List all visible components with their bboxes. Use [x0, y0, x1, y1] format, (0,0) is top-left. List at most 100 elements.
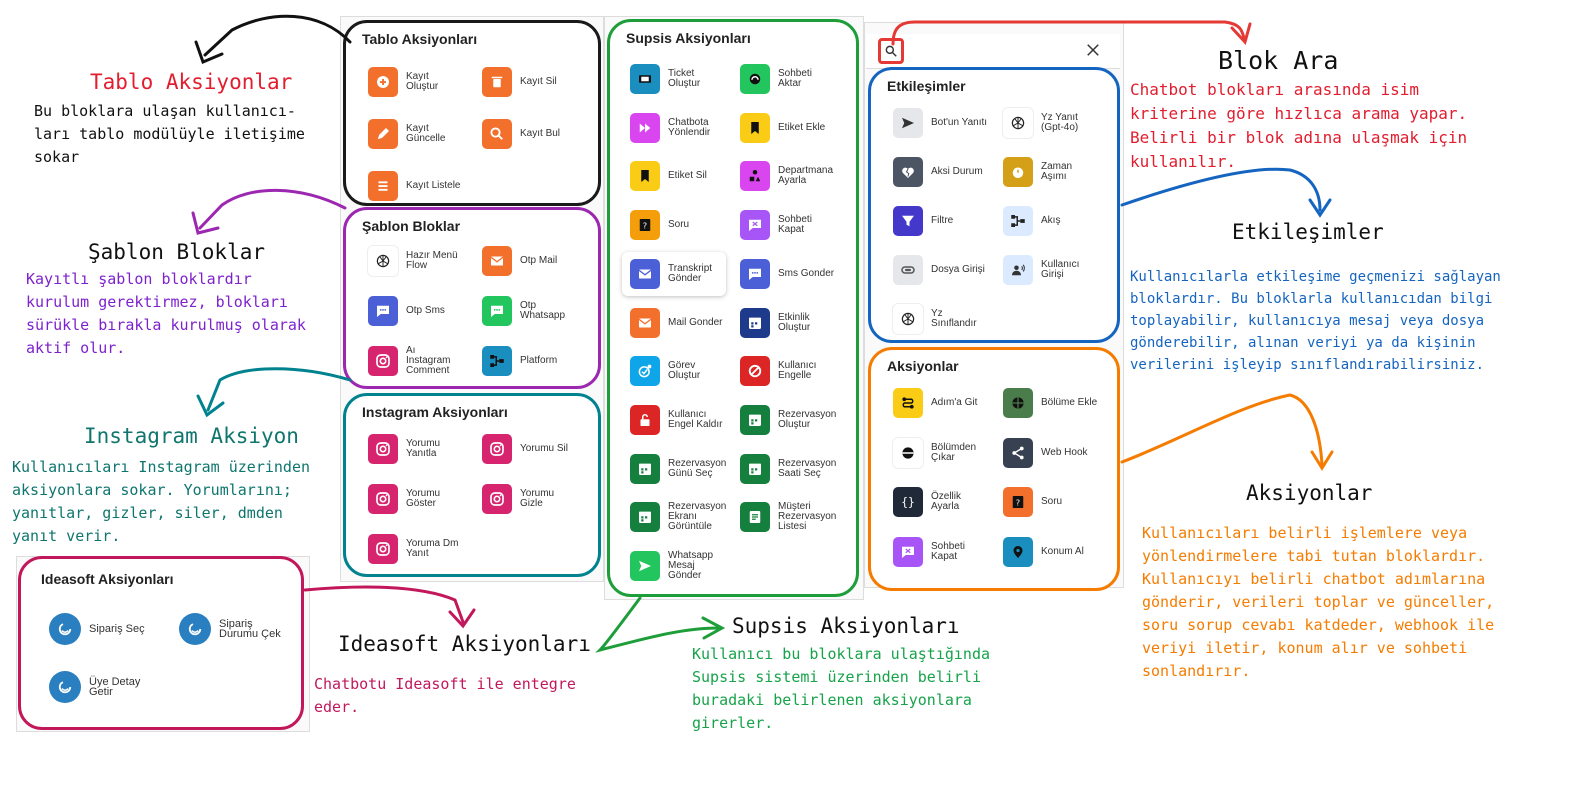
search-input[interactable] [912, 40, 1076, 62]
block-etkilesimler-8[interactable]: Yz Sınıflandır [893, 304, 1005, 334]
block-ideasoft-1[interactable]: Sipariş Durumu Çek [179, 613, 291, 645]
block-supsis-15[interactable]: Rezervasyon Oluştur [740, 404, 852, 435]
block-tablo-2[interactable]: Kayıt Güncelle [368, 119, 480, 149]
group-title: Tablo Aksiyonları [362, 31, 478, 47]
block-sablon-0[interactable]: Hazır Menü Flow [368, 246, 480, 276]
annotation-ideasoft-text: Chatbotu Ideasoft ile entegre eder. [314, 675, 576, 716]
block-supsis-6[interactable]: ?Soru [630, 210, 742, 241]
block-etkilesimler-7[interactable]: Kullanıcı Girişi [1003, 255, 1115, 285]
group-title: Instagram Aksiyonları [362, 404, 508, 420]
block-supsis-18[interactable]: Rezervasyon Ekranı Görüntüle [630, 501, 742, 533]
block-tablo-0[interactable]: Kayıt Oluştur [368, 67, 480, 97]
block-supsis-8[interactable]: Transkript Gönder [630, 258, 742, 289]
block-instagram-0[interactable]: Yorumu Yanıtla [368, 434, 480, 464]
block-sablon-5[interactable]: Platform [482, 346, 594, 376]
block-label: Otp Whatsapp [520, 300, 566, 321]
block-supsis-2[interactable]: Chatbota Yönlendir [630, 112, 742, 143]
block-supsis-12[interactable]: Görev Oluştur [630, 356, 742, 387]
block-supsis-4[interactable]: Etiket Sil [630, 161, 742, 192]
block-aksiyonlar-5[interactable]: ?Soru [1003, 487, 1115, 517]
block-label: Rezervasyon Ekranı Görüntüle [668, 501, 727, 533]
block-supsis-9[interactable]: Sms Gonder [740, 258, 852, 289]
arrow-supsis [595, 596, 720, 653]
filter-icon [893, 206, 923, 236]
block-supsis-10[interactable]: Mail Gonder [630, 307, 742, 338]
block-label: Adım'a Git [931, 397, 978, 408]
block-tablo-1[interactable]: Kayıt Sil [482, 67, 594, 97]
block-label: Rezervasyon Günü Seç [668, 457, 727, 479]
block-aksiyonlar-7[interactable]: Konum Al [1003, 536, 1115, 567]
block-etkilesimler-0[interactable]: Bot'un Yanıtı [893, 108, 1005, 138]
shapes-icon [740, 161, 770, 192]
block-supsis-1[interactable]: Sohbeti Aktar [740, 64, 852, 94]
block-aksiyonlar-4[interactable]: {}Özellik Ayarla [893, 487, 1005, 517]
block-etkilesimler-2[interactable]: Aksi Durum [893, 157, 1005, 187]
mail-icon [482, 246, 512, 276]
search-bar[interactable] [866, 34, 1120, 69]
block-label: Kullanıcı Engel Kaldır [668, 408, 723, 430]
block-aksiyonlar-2[interactable]: Bölümden Çıkar [893, 437, 1005, 468]
ideasoft-icon [179, 613, 211, 645]
block-aksiyonlar-6[interactable]: Sohbeti Kapat [893, 536, 1005, 567]
block-tablo-3[interactable]: Kayıt Bul [482, 119, 594, 149]
block-label: Zaman Aşımı [1041, 161, 1073, 182]
block-supsis-20[interactable]: Whatsapp Mesaj Gönder [630, 551, 742, 581]
block-tablo-4[interactable]: Kayıt Listele [368, 171, 480, 201]
block-ideasoft-0[interactable]: Sipariş Seç [49, 613, 161, 645]
braces-icon: {} [893, 487, 923, 517]
block-label: Kullanıcı Girişi [1041, 259, 1080, 280]
section-add-icon [1003, 388, 1033, 418]
block-label: Bölümden Çıkar [931, 441, 977, 463]
block-supsis-5[interactable]: Departmana Ayarla [740, 161, 852, 192]
block-supsis-13[interactable]: Kullanıcı Engelle [740, 356, 852, 387]
block-etkilesimler-4[interactable]: Filtre [893, 206, 1005, 236]
close-icon[interactable] [1084, 41, 1104, 61]
block-aksiyonlar-0[interactable]: Adım'a Git [893, 388, 1005, 418]
block-label: Yz Sınıflandır [931, 308, 977, 329]
block-supsis-19[interactable]: Müşteri Rezervasyon Listesi [740, 502, 852, 533]
block-aksiyonlar-1[interactable]: Bölüme Ekle [1003, 388, 1115, 418]
route-icon [893, 388, 923, 418]
search-icon [482, 119, 512, 149]
block-instagram-3[interactable]: Yorumu Gizle [482, 484, 594, 514]
block-label: Sipariş Durumu Çek [219, 618, 281, 640]
block-aksiyonlar-3[interactable]: Web Hook [1003, 437, 1115, 468]
block-sablon-1[interactable]: Otp Mail [482, 246, 594, 276]
block-etkilesimler-5[interactable]: Akış [1003, 206, 1115, 236]
block-label: Sohbeti Kapat [778, 214, 812, 236]
block-etkilesimler-1[interactable]: Yz Yanıt (Gpt-4o) [1003, 108, 1115, 138]
arrow-ideasoft [303, 585, 465, 624]
block-label: Konum Al [1041, 545, 1084, 557]
block-instagram-1[interactable]: Yorumu Sil [482, 434, 594, 464]
block-supsis-14[interactable]: Kullanıcı Engel Kaldır [630, 404, 742, 435]
block-supsis-17[interactable]: Rezervasyon Saati Seç [740, 453, 852, 484]
block-label: Kayıt Güncelle [406, 123, 446, 144]
block-label: Sohbeti Kapat [931, 540, 965, 562]
instagram-icon [482, 434, 512, 464]
annotation-ideasoft-heading: Ideasoft Aksiyonları [338, 632, 591, 656]
calendar-icon [740, 307, 770, 338]
block-etkilesimler-3[interactable]: Zaman Aşımı [1003, 157, 1115, 187]
arrow-ideasoft-head [448, 608, 476, 629]
annotation-instagram-heading: Instagram Aksiyon [84, 424, 299, 448]
block-ideasoft-2[interactable]: Üye Detay Getir [49, 671, 161, 703]
block-sablon-4[interactable]: Aı Instagram Comment [368, 346, 480, 376]
block-sablon-2[interactable]: Otp Sms [368, 296, 480, 326]
block-sablon-3[interactable]: Otp Whatsapp [482, 296, 594, 326]
block-supsis-0[interactable]: Ticket Oluştur [630, 64, 742, 94]
openai-icon [368, 246, 398, 276]
search-icon[interactable] [878, 38, 904, 64]
block-label: Üye Detay Getir [89, 676, 141, 698]
block-supsis-7[interactable]: Sohbeti Kapat [740, 210, 852, 241]
block-etkilesimler-6[interactable]: Dosya Girişi [893, 255, 1005, 285]
block-label: Sipariş Seç [89, 623, 145, 635]
block-supsis-11[interactable]: Etkinlik Oluştur [740, 307, 852, 338]
block-instagram-2[interactable]: Yorumu Göster [368, 484, 480, 514]
block-instagram-4[interactable]: Yoruma Dm Yanıt [368, 534, 480, 564]
flow-icon [1003, 206, 1033, 236]
block-supsis-16[interactable]: Rezervasyon Günü Seç [630, 453, 742, 484]
block-supsis-3[interactable]: Etiket Ekle [740, 112, 852, 143]
ticket-icon [630, 64, 660, 94]
